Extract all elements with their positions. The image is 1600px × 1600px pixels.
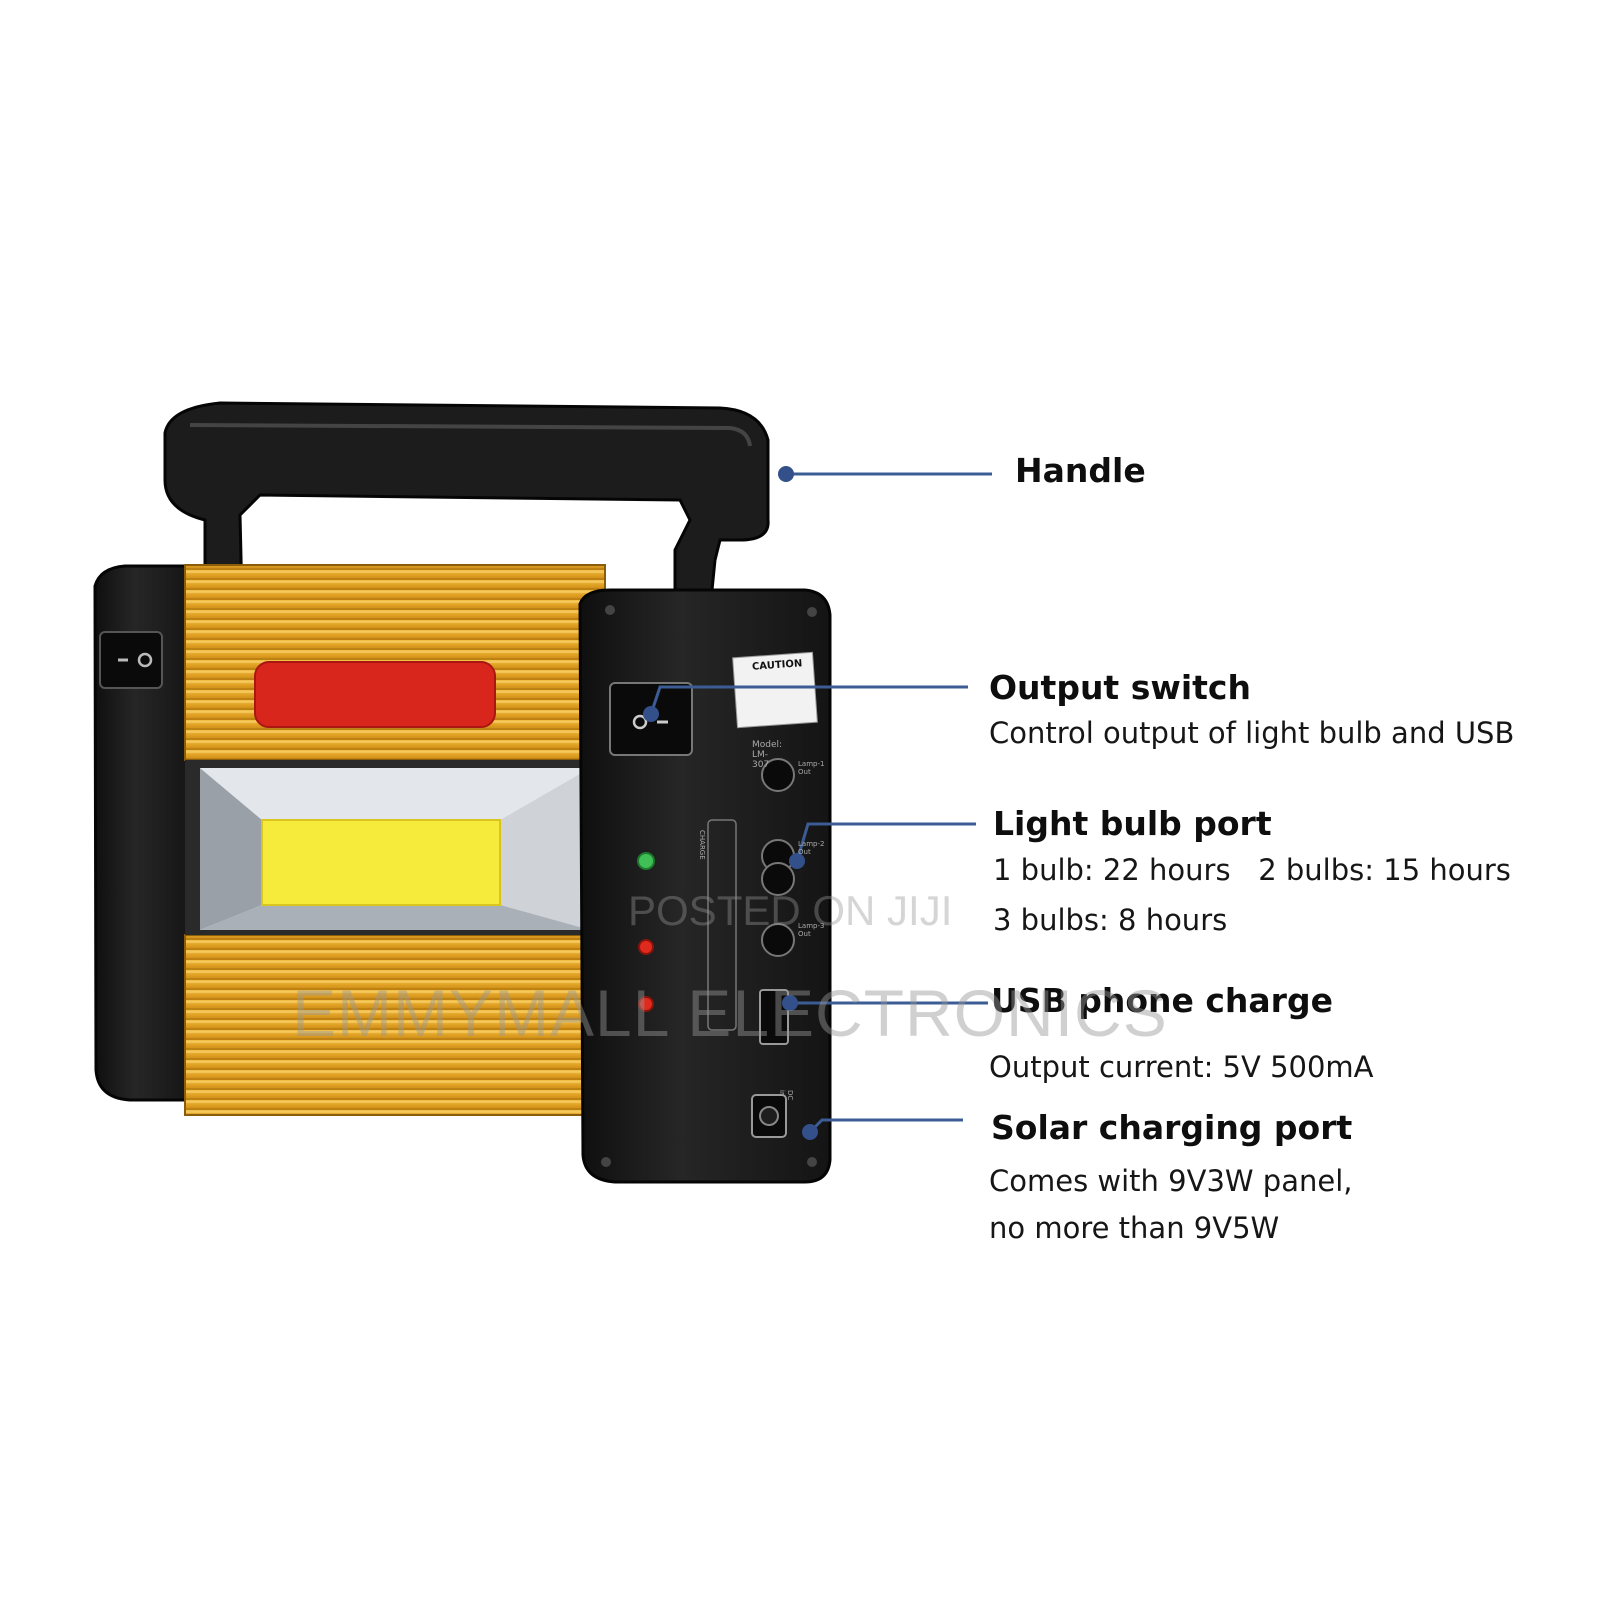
leader-output-switch: [643, 685, 968, 722]
status-led-red-2: [638, 996, 654, 1012]
lamp3-label: Lamp-3 Out: [798, 922, 825, 938]
status-led-red-1: [638, 939, 654, 955]
callout-output-switch-desc: Control output of light bulb and USB: [989, 716, 1515, 750]
leader-light-bulb-port: [789, 822, 976, 869]
main-switch: [99, 631, 163, 689]
lamp-port-4: [761, 923, 795, 957]
callout-handle-title: Handle: [1015, 451, 1146, 490]
lamp-port-1: [761, 758, 795, 792]
callout-usb-desc: Output current: 5V 500mA: [989, 1050, 1374, 1084]
callout-output-switch-title: Output switch: [989, 668, 1251, 707]
lamp2-label: Lamp-2 Out: [798, 840, 825, 856]
usb-port: [759, 989, 789, 1045]
status-led-green: [637, 852, 655, 870]
dc-in-label: DC in: [778, 1090, 794, 1101]
callout-light-bulb-port-title: Light bulb port: [993, 804, 1272, 843]
leader-usb: [782, 995, 988, 1011]
handle-shape: [163, 401, 770, 632]
right-end-cap: [578, 588, 832, 1184]
callout-light-bulb-port-desc-2: 3 bulbs: 8 hours: [993, 903, 1228, 937]
red-light-strip: [254, 661, 496, 728]
callout-usb-title: USB phone charge: [991, 981, 1333, 1020]
charge-label: CHARGE: [698, 830, 706, 860]
leader-lines: [643, 466, 992, 1140]
model-label: Model: LM-307: [752, 740, 783, 770]
lamp1-label: Lamp-1 Out: [798, 760, 825, 776]
left-end-cap: [93, 564, 197, 1102]
cob-lamp: [200, 768, 590, 930]
lamp-port-3: [761, 862, 795, 896]
callout-solar-desc-1: Comes with 9V3W panel,: [989, 1164, 1353, 1198]
leader-handle: [778, 466, 992, 482]
callout-solar-title: Solar charging port: [991, 1108, 1353, 1147]
callout-light-bulb-port-desc-1: 1 bulb: 22 hours 2 bulbs: 15 hours: [993, 853, 1511, 887]
leader-solar: [802, 1118, 963, 1140]
callout-solar-desc-2: no more than 9V5W: [989, 1211, 1280, 1245]
